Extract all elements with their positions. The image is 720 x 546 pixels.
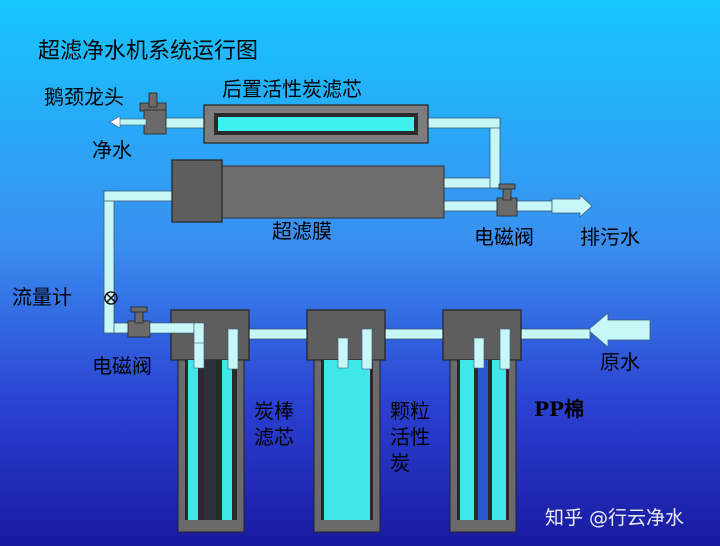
uf-membrane: [171, 159, 445, 223]
pp-cotton-filter: [442, 309, 522, 533]
uf-membrane-label: 超滤膜: [272, 219, 332, 243]
gooseneck-faucet: [109, 92, 167, 135]
post-carbon-filter: [203, 104, 429, 144]
pp-label: PP棉: [534, 397, 584, 421]
clean-water-label: 净水: [92, 138, 132, 162]
post-carbon-label: 后置活性炭滤芯: [222, 77, 362, 101]
raw-water-label: 原水: [600, 350, 640, 374]
valve-bottom-label: 电磁阀: [92, 354, 152, 378]
post-carbon-media: [218, 117, 414, 131]
pipe-vertical-right: [489, 117, 501, 189]
inlet-solenoid-valve: [127, 306, 151, 338]
valve-top-label: 电磁阀: [474, 225, 534, 249]
carbon-rod-label-1: 炭棒: [254, 399, 294, 423]
clean-water-arrow: [109, 115, 121, 129]
drain-label: 排污水: [580, 225, 640, 249]
flow-meter-label: 流量计: [12, 285, 72, 309]
pipe-vertical-left: [103, 190, 115, 334]
pipe-to-post-carbon: [425, 117, 501, 129]
watermark: 知乎 @行云净水: [545, 507, 684, 529]
granular-carbon-filter: [306, 309, 386, 533]
flow-meter-icon: [104, 291, 118, 305]
pipe-to-membrane: [103, 190, 175, 202]
granular-label-2: 活性: [390, 425, 430, 449]
raw-water-arrow: [587, 312, 651, 348]
granular-label-3: 炭: [390, 451, 410, 475]
carbon-rod-label-2: 滤芯: [254, 425, 294, 449]
outlet-pipe: [159, 117, 207, 129]
drain-solenoid-valve: [496, 183, 518, 217]
faucet-label: 鹅颈龙头: [44, 85, 124, 109]
diagram-title: 超滤净水机系统运行图: [38, 39, 258, 64]
drain-arrow: [551, 194, 593, 218]
granular-label-1: 颗粒: [390, 399, 430, 423]
carbon-rod-filter: [149, 309, 250, 533]
